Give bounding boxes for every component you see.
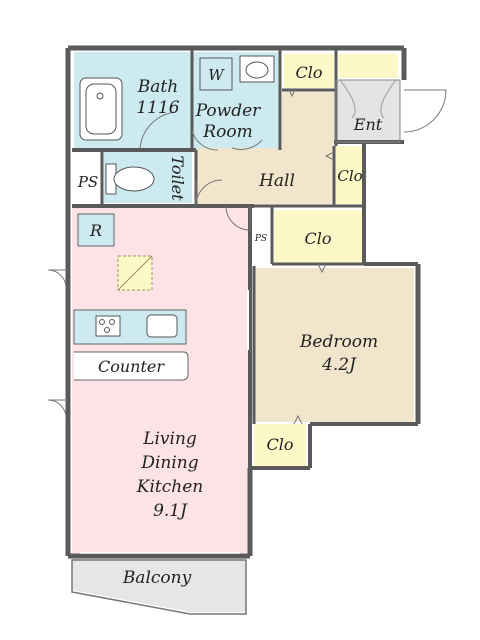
entrance-area: [336, 80, 400, 142]
powder-label-line2: Room: [202, 122, 252, 142]
closet-top-label: Clo: [296, 63, 323, 82]
entrance-label: Ent: [353, 115, 383, 134]
powder-door-swing: [191, 129, 219, 151]
walls: [65, 45, 421, 559]
ldk-label-line2: Dining: [140, 453, 198, 473]
ldk-size-label: 9.1J: [153, 501, 188, 521]
closet-entrance-top: [338, 54, 398, 78]
hall-door-swing: [195, 179, 223, 207]
stove-icon: [95, 315, 121, 337]
ps-small-label: PS: [254, 234, 267, 244]
window-mark-lower: [47, 399, 68, 419]
counter-label: Counter: [98, 357, 165, 376]
counter-outline: [74, 351, 189, 381]
closet-hall-bedroom-label: Clo: [305, 229, 332, 248]
washer-label: W: [208, 66, 225, 84]
refrigerator-icon: [77, 213, 115, 247]
closet-top: [284, 54, 334, 88]
hall-label: Hall: [258, 171, 295, 191]
washer-icon: [199, 57, 233, 91]
ldk-label-line3: Kitchen: [136, 477, 203, 497]
closet-right-label: Clo: [337, 167, 362, 185]
window-mark-upper: [47, 269, 68, 289]
balcony-label: Balcony: [122, 568, 192, 588]
hall-area: [196, 92, 334, 204]
bath-size-label: 1116: [136, 98, 179, 118]
ps-left-label: PS: [77, 173, 98, 191]
closet-hall-bedroom: [274, 210, 362, 264]
bedroom-label: Bedroom: [299, 332, 378, 352]
refrigerator-label: R: [89, 221, 102, 240]
powder-label-line1: Powder: [195, 101, 261, 121]
balcony-area: [72, 557, 246, 612]
kitchen-sink-icon: [146, 314, 178, 338]
bath-label: Bath: [137, 77, 178, 97]
entrance-door-swing: [403, 89, 447, 133]
ldk-label-line1: Living: [142, 429, 197, 449]
bedroom-size-label: 4.2J: [321, 355, 357, 375]
closet-bottom: [254, 424, 306, 466]
closet-right: [336, 146, 364, 204]
ldk-door-swing: [225, 205, 251, 231]
bedroom-room: [254, 268, 414, 422]
bath-door-swing: [139, 111, 177, 149]
toilet-label: Toilet: [168, 155, 187, 201]
closet-bottom-label: Clo: [267, 435, 294, 454]
